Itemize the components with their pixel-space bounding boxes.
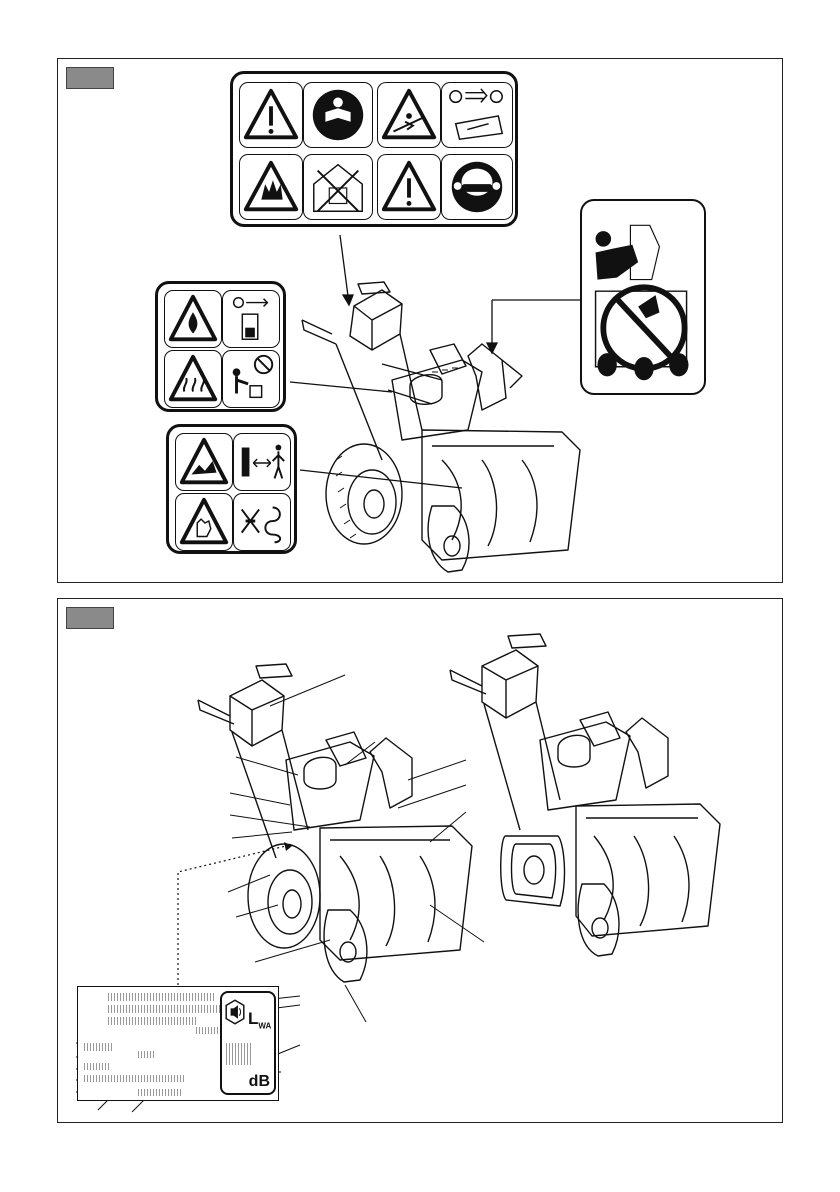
plate-text-block (196, 1027, 218, 1034)
figure-b-tab (66, 607, 114, 629)
plate-text-block (108, 1017, 198, 1025)
hot-surface-icon (164, 350, 222, 408)
read-manual-icon (303, 82, 373, 148)
plate-text-block (84, 1063, 110, 1070)
sound-power-value-block (226, 1043, 252, 1065)
plate-text-block (84, 1043, 114, 1051)
snow-blower-illustration-a (292, 275, 612, 575)
fire-hazard-icon (164, 290, 222, 348)
eye-protection-icon (441, 154, 513, 220)
sound-power-unit: dB (249, 1073, 270, 1091)
no-hands-auger-icon (233, 493, 291, 551)
explosion-hazard-icon (239, 154, 303, 220)
keep-distance-icon (233, 433, 291, 491)
plate-text-block (138, 1089, 182, 1096)
no-indoor-running-icon (303, 154, 373, 220)
safety-label-cluster-bottom (166, 424, 297, 554)
plate-text-block (84, 1075, 184, 1082)
no-touch-icon (222, 350, 280, 408)
key-fuel-icon (222, 290, 280, 348)
warning-triangle-icon (239, 82, 303, 148)
slope-warning-icon (377, 82, 441, 148)
thrown-objects-icon (175, 433, 233, 491)
figure-a-tab (66, 67, 114, 89)
hand-injury-icon (175, 493, 233, 551)
rating-type-plate: LWA dB (77, 986, 279, 1101)
sound-power-symbol: LWA (248, 1009, 271, 1030)
safety-label-cluster-top (230, 71, 518, 227)
sound-power-symbol-main: L (248, 1009, 258, 1028)
sound-power-symbol-sub: WA (258, 1021, 271, 1030)
warning-triangle-icon (377, 154, 441, 220)
snow-blower-tracked-illustration (440, 630, 730, 960)
plate-text-block (138, 1051, 156, 1058)
speaker-icon (224, 997, 246, 1027)
safety-label-cluster-left (155, 281, 286, 412)
plate-text-block (108, 1005, 220, 1013)
plate-text-block (108, 993, 216, 1001)
sound-power-label: LWA dB (220, 991, 276, 1095)
key-removal-icon (441, 82, 513, 148)
